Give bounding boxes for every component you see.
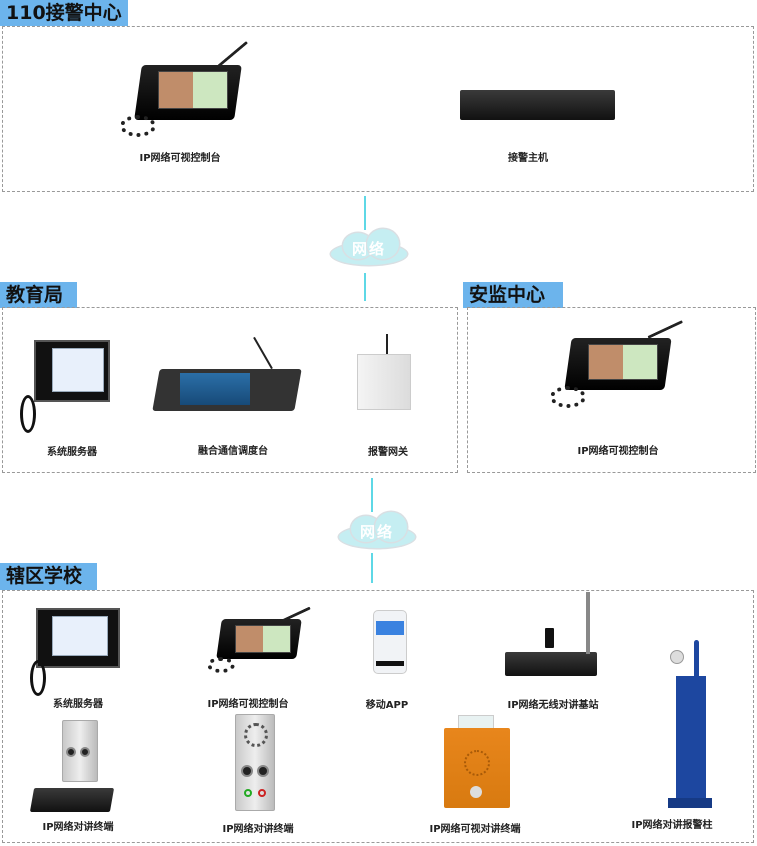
link-line xyxy=(371,553,373,583)
section-title-schools: 辖区学校 xyxy=(0,563,97,590)
label-alarm-host: 接警主机 xyxy=(508,153,548,164)
command-center-group xyxy=(2,26,754,192)
intercom-host-device xyxy=(29,788,115,812)
section-title-education-bureau: 教育局 xyxy=(0,282,77,308)
label-video-intercom-terminal: IP网络可视对讲终端 xyxy=(429,824,521,835)
link-line xyxy=(364,273,366,301)
section-title-command-center: 110接警中心 xyxy=(0,0,128,26)
intercom-terminal-device xyxy=(235,714,275,811)
alarm-host-device xyxy=(460,90,615,120)
education-bureau-group xyxy=(2,307,458,473)
label-dispatch-console: 融合通信调度台 xyxy=(198,446,268,457)
walkie-talkie-icon xyxy=(545,628,554,648)
section-title-safety-center: 安监中心 xyxy=(463,282,563,308)
system-server-device xyxy=(28,608,120,698)
label-video-console: IP网络可视控制台 xyxy=(577,446,659,457)
video-console-device xyxy=(548,316,688,411)
label-system-server: 系统服务器 xyxy=(47,447,97,458)
label-alarm-gateway: 报警网关 xyxy=(368,447,408,458)
antenna-icon xyxy=(586,592,590,654)
label-video-console: IP网络可视控制台 xyxy=(207,699,289,710)
antenna-icon xyxy=(386,334,388,354)
network-label: 网络 xyxy=(359,523,394,541)
wireless-base-station-device xyxy=(505,652,597,676)
system-server-device xyxy=(20,340,112,435)
label-intercom-terminal: IP网络对讲终端 xyxy=(42,822,114,833)
alarm-pillar-device xyxy=(660,640,712,808)
dispatch-console-device xyxy=(152,335,302,415)
video-console-device xyxy=(205,605,315,675)
intercom-terminal-device xyxy=(62,720,98,782)
video-console-device xyxy=(118,40,258,140)
mobile-phone-device xyxy=(373,610,407,674)
link-line xyxy=(364,196,366,230)
label-alarm-pillar: IP网络对讲报警柱 xyxy=(631,820,713,831)
alarm-gateway-device xyxy=(357,354,411,410)
schools-group xyxy=(2,590,754,843)
network-cloud-lower: 网络 xyxy=(335,512,419,550)
safety-center-group xyxy=(467,307,756,473)
label-video-console: IP网络可视控制台 xyxy=(139,153,221,164)
network-cloud-upper: 网络 xyxy=(327,229,411,267)
light-box xyxy=(458,715,494,729)
label-wireless-base-station: IP网络无线对讲基站 xyxy=(507,700,599,711)
label-system-server: 系统服务器 xyxy=(53,699,103,710)
video-intercom-terminal-device xyxy=(444,728,510,808)
link-line xyxy=(371,478,373,512)
network-label: 网络 xyxy=(351,240,386,258)
label-mobile-app: 移动APP xyxy=(365,700,409,711)
label-intercom-terminal: IP网络对讲终端 xyxy=(222,824,294,835)
